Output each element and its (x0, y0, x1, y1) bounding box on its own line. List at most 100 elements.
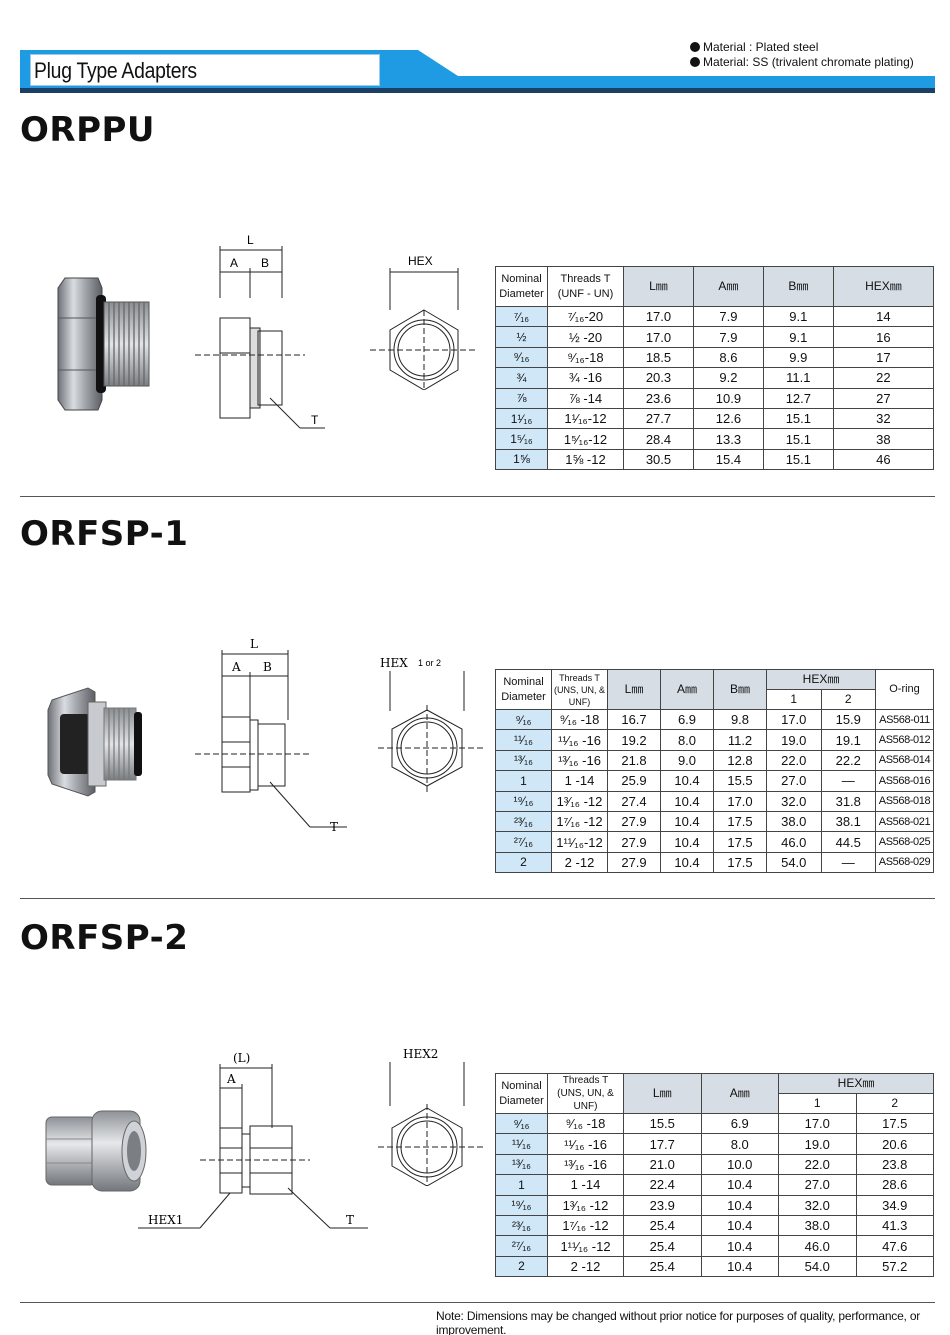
thread-cell: ⁹⁄₁₆-18 (547, 346, 624, 369)
thread-cell: 1³⁄₁₆ -12 (547, 1194, 624, 1216)
value-cell: 27.4 (607, 790, 661, 812)
dim-label-L: (L) (233, 1051, 250, 1065)
value-cell: 8.0 (700, 1133, 779, 1155)
value-cell: AS568-016 (875, 770, 934, 792)
nominal-diameter-cell: ¾ (495, 367, 548, 389)
thread-cell: ¹³⁄₁₆ -16 (551, 749, 608, 772)
dim-label-A: A (226, 1072, 236, 1086)
value-cell: 27.9 (607, 851, 661, 874)
value-cell: 13.3 (692, 428, 764, 450)
thread-cell: ⅞ -14 (547, 387, 624, 409)
col-header-oring: O-ring (875, 669, 934, 710)
value-cell: 34.9 (855, 1194, 934, 1216)
value-cell: 38.1 (820, 810, 876, 833)
value-cell: 17.0 (713, 790, 767, 812)
nominal-diameter-cell: 2 (495, 1255, 548, 1278)
section-title-orppu: ORPPU (20, 110, 156, 150)
material-line-1: Material : Plated steel (690, 40, 914, 55)
col-header-L: L㎜ (623, 266, 694, 307)
nominal-diameter-cell: 1 (495, 1174, 548, 1196)
value-cell: 17.5 (713, 851, 767, 874)
nominal-diameter-cell: 1¹⁄₁₆ (495, 407, 548, 430)
col-header-threads: Threads T (UNS, UN, & UNF) (547, 1073, 624, 1114)
value-cell: 46.0 (778, 1235, 857, 1257)
orfsp-2-dimensions-table: Nominal Diameter Threads T (UNS, UN, & U… (495, 1073, 934, 1278)
value-cell: 38.0 (766, 810, 822, 833)
thread-cell: ½ -20 (547, 326, 624, 348)
nominal-diameter-cell: ½ (495, 326, 548, 348)
value-cell: — (820, 851, 876, 874)
value-cell: 19.0 (778, 1133, 857, 1155)
col-header-nominal: Nominal Diameter (495, 266, 548, 307)
value-cell: 9.1 (762, 326, 834, 348)
nominal-diameter-cell: ²⁷⁄₁₆ (495, 831, 552, 853)
hex-note: 1 or 2 (418, 658, 441, 668)
orfsp-1-hex-drawing: HEX 1 or 2 (378, 656, 483, 793)
thread-cell: 1¹¹⁄₁₆ -12 (547, 1235, 624, 1257)
dim-label-T: T (346, 1213, 354, 1227)
thread-cell: 1¹⁄₁₆-12 (547, 407, 624, 430)
nominal-diameter-cell: ²³⁄₁₆ (495, 1214, 548, 1237)
col-header-nominal: Nominal Diameter (495, 1073, 548, 1114)
value-cell: 27.7 (623, 407, 694, 430)
value-cell: 38.0 (778, 1214, 857, 1237)
value-cell: 10.4 (660, 831, 714, 853)
value-cell: 44.5 (820, 831, 876, 853)
value-cell: 22.4 (623, 1174, 702, 1196)
thread-cell: ¹¹⁄₁₆ -16 (551, 729, 608, 751)
orfsp-1-dimensions-table: Nominal Diameter Threads T (UNS, UN, & U… (495, 669, 934, 874)
value-cell: 17.0 (778, 1112, 857, 1135)
value-cell: 11.1 (762, 367, 834, 389)
value-cell: 25.4 (623, 1214, 702, 1237)
col-header-B: B㎜ (762, 266, 834, 307)
value-cell: 15.1 (762, 448, 834, 471)
thread-cell: 2 -12 (551, 851, 608, 874)
value-cell: 7.9 (692, 326, 764, 348)
col-header-hex-2: 2 (820, 689, 876, 710)
value-cell: 32.0 (778, 1194, 857, 1216)
value-cell: AS568-012 (875, 729, 934, 751)
nominal-diameter-cell: ¹³⁄₁₆ (495, 749, 552, 772)
value-cell: 30.5 (623, 448, 694, 471)
thread-cell: ⁹⁄₁₆ -18 (551, 708, 608, 731)
value-cell: 46 (832, 448, 935, 471)
section-title-orfsp-1: ORFSP-1 (20, 514, 189, 554)
nominal-diameter-cell: 1 (495, 770, 552, 792)
thread-cell: 1⁷⁄₁₆ -12 (547, 1214, 624, 1237)
section-divider (20, 496, 935, 497)
header-banner: Plug Type Adapters Material : Plated ste… (0, 0, 950, 96)
nominal-diameter-cell: ¹¹⁄₁₆ (495, 1133, 548, 1155)
thread-cell: ⁷⁄₁₆-20 (547, 305, 624, 328)
orfsp-2-hex-drawing: HEX2 (378, 1047, 483, 1186)
value-cell: 27.9 (607, 831, 661, 853)
value-cell: 10.4 (660, 790, 714, 812)
value-cell: 16 (832, 326, 935, 348)
nominal-diameter-cell: ¹³⁄₁₆ (495, 1153, 548, 1176)
value-cell: 14 (832, 305, 935, 328)
value-cell: AS568-011 (875, 708, 934, 731)
value-cell: 22.0 (778, 1153, 857, 1176)
col-header-A: A㎜ (700, 1073, 779, 1114)
dim-label-L: L (247, 233, 254, 247)
col-header-HEX: HEX㎜ (766, 669, 876, 690)
col-header-B: B㎜ (713, 669, 767, 710)
value-cell: 9.8 (713, 708, 767, 731)
value-cell: 10.4 (660, 851, 714, 874)
dim-label-A: A (231, 660, 241, 674)
value-cell: 27.9 (607, 810, 661, 833)
nominal-diameter-cell: ²⁷⁄₁₆ (495, 1235, 548, 1257)
nominal-diameter-cell: 2 (495, 851, 552, 874)
value-cell: 25.9 (607, 770, 661, 792)
value-cell: 8.0 (660, 729, 714, 751)
value-cell: 9.2 (692, 367, 764, 389)
